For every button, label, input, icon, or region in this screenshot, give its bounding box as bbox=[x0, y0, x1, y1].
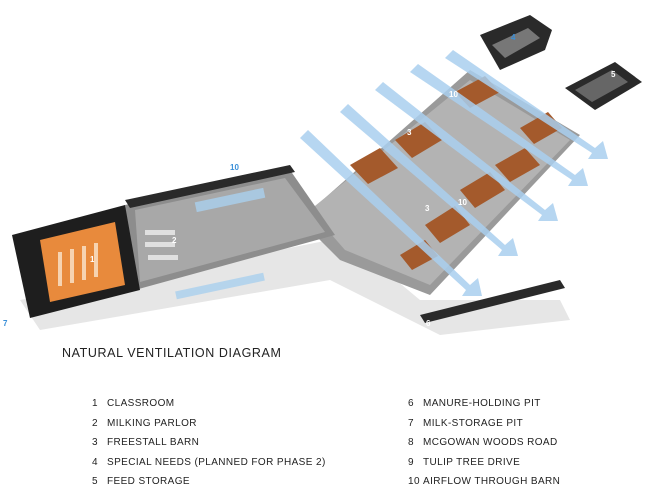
callout-6: 6 bbox=[426, 319, 431, 328]
legend-item: 9 TULIP TREE DRIVE bbox=[408, 457, 560, 477]
legend-item: 4 SPECIAL NEEDS (PLANNED FOR PHASE 2) bbox=[92, 457, 326, 477]
callout-3b: 3 bbox=[425, 204, 430, 213]
legend-item: 7 MILK-STORAGE PIT bbox=[408, 418, 560, 438]
callout-5: 5 bbox=[611, 70, 616, 79]
legend-number: 1 bbox=[92, 398, 107, 409]
legend-number: 3 bbox=[92, 437, 107, 448]
legend-label: MILKING PARLOR bbox=[107, 418, 197, 429]
legend-item: 6 MANURE-HOLDING PIT bbox=[408, 398, 560, 418]
legend-label: AIRFLOW THROUGH BARN bbox=[423, 476, 560, 487]
callout-10b: 10 bbox=[449, 90, 458, 99]
legend-item: 5 FEED STORAGE bbox=[92, 476, 326, 496]
legend-label: FREESTALL BARN bbox=[107, 437, 199, 448]
legend-number: 7 bbox=[408, 418, 423, 429]
legend-label: MANURE-HOLDING PIT bbox=[423, 398, 541, 409]
legend-item: 8 MCGOWAN WOODS ROAD bbox=[408, 437, 560, 457]
legend-number: 5 bbox=[92, 476, 107, 487]
milking-stalls bbox=[145, 230, 178, 260]
legend-item: 10 AIRFLOW THROUGH BARN bbox=[408, 476, 560, 496]
legend-number: 10 bbox=[408, 476, 423, 487]
callout-10a: 10 bbox=[230, 163, 239, 172]
legend-left-column: 1 CLASSROOM 2 MILKING PARLOR 3 FREESTALL… bbox=[92, 398, 326, 496]
legend-number: 6 bbox=[408, 398, 423, 409]
diagram-title: NATURAL VENTILATION DIAGRAM bbox=[62, 346, 281, 360]
legend-number: 4 bbox=[92, 457, 107, 468]
callout-7: 7 bbox=[3, 319, 8, 328]
legend-label: CLASSROOM bbox=[107, 398, 175, 409]
legend-label: SPECIAL NEEDS (PLANNED FOR PHASE 2) bbox=[107, 457, 326, 468]
legend-label: FEED STORAGE bbox=[107, 476, 190, 487]
legend-label: MCGOWAN WOODS ROAD bbox=[423, 437, 558, 448]
callout-10c: 10 bbox=[458, 198, 467, 207]
legend-label: TULIP TREE DRIVE bbox=[423, 457, 520, 468]
legend-item: 3 FREESTALL BARN bbox=[92, 437, 326, 457]
callout-3a: 3 bbox=[407, 128, 412, 137]
ventilation-diagram: 1 2 3 3 4 5 6 7 10 10 10 bbox=[0, 0, 650, 335]
legend-number: 9 bbox=[408, 457, 423, 468]
legend-number: 2 bbox=[92, 418, 107, 429]
callout-1: 1 bbox=[90, 255, 95, 264]
legend-number: 8 bbox=[408, 437, 423, 448]
legend-item: 1 CLASSROOM bbox=[92, 398, 326, 418]
callout-4: 4 bbox=[511, 33, 516, 42]
legend-label: MILK-STORAGE PIT bbox=[423, 418, 523, 429]
callout-2: 2 bbox=[172, 236, 177, 245]
legend-right-column: 6 MANURE-HOLDING PIT 7 MILK-STORAGE PIT … bbox=[408, 398, 560, 496]
legend-item: 2 MILKING PARLOR bbox=[92, 418, 326, 438]
